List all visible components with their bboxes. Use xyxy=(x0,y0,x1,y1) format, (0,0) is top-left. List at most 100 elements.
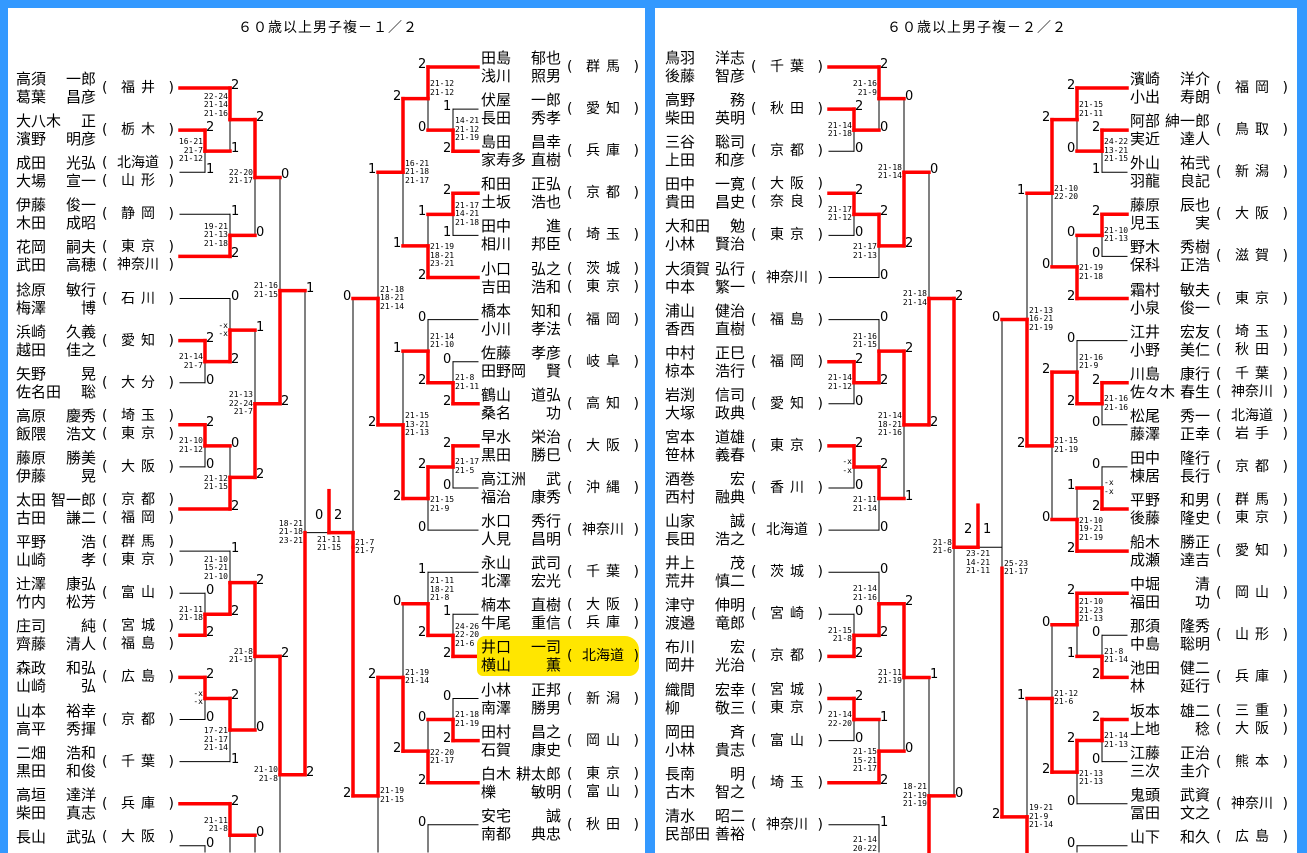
player-surname: 高須 xyxy=(16,70,47,88)
game-score: 21-8 xyxy=(208,824,228,834)
prefecture-name: 福岡 xyxy=(586,311,626,328)
player-name: 平野和男 xyxy=(1130,491,1210,509)
player-given-name: 美仁 xyxy=(1179,340,1210,359)
player-given-name: 康史 xyxy=(530,740,561,759)
game-score: 21-8 xyxy=(455,373,475,383)
game-score: 21-11 xyxy=(203,815,228,825)
prefecture: 鳥取 xyxy=(1216,121,1288,139)
player-name: 田島郁也 xyxy=(481,49,561,67)
player-given-name: 弘 xyxy=(80,677,96,696)
player-name: 後藤隆史 xyxy=(1130,509,1210,527)
left-entry: 大八木正濱野明彦栃木 xyxy=(16,112,176,148)
player-name: 水口秀行 xyxy=(481,512,561,530)
match-result-count: 0 xyxy=(930,162,939,178)
player-name: 二畑浩和 xyxy=(16,744,96,762)
match-result-count: 0 xyxy=(393,593,402,609)
player-given-name: 久義 xyxy=(65,322,96,341)
player-name: 濱野明彦 xyxy=(16,130,96,148)
player-name: 吉田浩和 xyxy=(481,278,561,296)
player-surname: 山下 xyxy=(1130,827,1161,846)
match-result-count: 0 xyxy=(1042,509,1051,525)
player-surname: 田中 xyxy=(665,175,696,194)
player-given-name: 勝美 xyxy=(65,448,96,467)
match-result-count: 2 xyxy=(206,667,215,683)
match-result-count: 0 xyxy=(206,835,215,851)
game-score: 21-13 xyxy=(1079,768,1104,778)
player-name: 柴田英明 xyxy=(665,109,745,127)
player-surname: 香西 xyxy=(665,319,696,338)
prefecture: 石川 xyxy=(102,290,174,308)
player-given-name: 慶秀 xyxy=(65,406,96,425)
player-given-name: 正 xyxy=(80,112,96,131)
match-result-count: 0 xyxy=(1067,793,1076,809)
player-surname: 古木 xyxy=(665,782,696,801)
prefecture: 北海道 xyxy=(567,647,639,665)
game-scores: -x-x xyxy=(841,458,852,475)
prefecture: 福島 xyxy=(102,635,174,653)
player-given-name: 宏 xyxy=(729,470,745,488)
player-given-name: 稔 xyxy=(1194,719,1210,738)
match-result-count: 2 xyxy=(231,351,240,367)
prefecture-name: 愛知 xyxy=(1235,543,1275,560)
player-surname: 田中 xyxy=(481,217,512,236)
player-surname: 岩渕 xyxy=(665,385,696,404)
player-given-name: 斉 xyxy=(729,722,745,741)
game-score: 21-18 xyxy=(902,289,927,299)
player-name: 香西直樹 xyxy=(665,320,745,338)
left-entry: 岡田斉小林貴志富山 xyxy=(665,723,825,759)
game-score: 21-11 xyxy=(877,667,902,677)
game-score: 21-11 xyxy=(316,534,342,544)
prefecture-name: 富山 xyxy=(586,783,626,800)
left-entry: 布川宏岡井光治京都 xyxy=(665,638,825,674)
player-given-name: 秀揮 xyxy=(65,719,96,738)
player-surname: 長田 xyxy=(665,530,696,549)
prefecture: 岩手 xyxy=(1216,425,1288,443)
prefecture: 東京 xyxy=(751,699,823,717)
player-surname: 山本 xyxy=(16,701,47,720)
match-result-count: 2 xyxy=(855,351,864,367)
match-result-count: 0 xyxy=(1067,141,1076,157)
player-given-name: 春生 xyxy=(1179,382,1210,401)
game-score: 21-10 xyxy=(203,554,228,564)
player-surname: 平野 xyxy=(1130,491,1161,509)
prefecture: 京都 xyxy=(102,711,174,729)
left-entry: 中村正巳椋本浩行福岡 xyxy=(665,344,825,380)
prefecture: 大阪 xyxy=(751,175,823,193)
game-score: 21-15 xyxy=(380,794,405,804)
player-surname: 庄司 xyxy=(16,617,47,636)
player-name: 西村融典 xyxy=(665,488,745,506)
game-score: 21-17 xyxy=(430,756,455,766)
player-surname: 南澤 xyxy=(481,698,512,717)
player-name: 児玉実 xyxy=(1130,214,1210,232)
player-surname: 高平 xyxy=(16,719,47,738)
player-name: 古田謙二 xyxy=(16,509,96,527)
player-given-name: 成昭 xyxy=(65,214,96,233)
player-name: 船木勝正 xyxy=(1130,533,1210,551)
game-score: 21-19 xyxy=(1029,322,1054,332)
player-given-name: 純 xyxy=(80,617,96,636)
player-surname: 福田 xyxy=(1130,593,1161,612)
match-result-count: 0 xyxy=(418,120,427,136)
player-name: 山崎弘 xyxy=(16,677,96,695)
player-given-name: 道弘 xyxy=(530,385,561,404)
player-surname: 中本 xyxy=(665,277,696,296)
prefecture-name: 岐阜 xyxy=(586,353,626,370)
prefecture: 神奈川 xyxy=(102,256,174,274)
match-result-count: 2 xyxy=(418,57,427,72)
match-result-count: 2 xyxy=(443,646,452,662)
prefecture: 京都 xyxy=(751,142,823,160)
player-surname: 岡田 xyxy=(665,722,696,741)
game-score: 21-9 xyxy=(1079,361,1099,371)
game-score: 22-20 xyxy=(827,718,852,728)
player-given-name: 明彦 xyxy=(65,130,96,149)
prefecture: 富山 xyxy=(567,783,639,801)
player-given-name: 浩也 xyxy=(530,193,561,212)
prefecture: 大分 xyxy=(102,374,174,392)
